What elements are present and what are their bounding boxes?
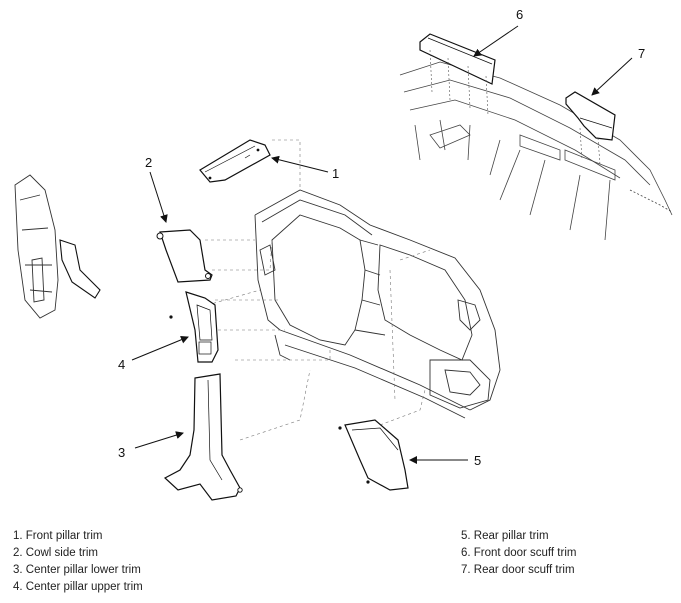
leader-7 bbox=[591, 57, 633, 96]
legend-left: 1. Front pillar trim 2. Cowl side trim 3… bbox=[13, 528, 143, 596]
callout-7: 7 bbox=[638, 46, 645, 61]
leader-3 bbox=[134, 431, 184, 449]
rear-door-scuff-trim bbox=[565, 91, 616, 166]
front-pillar-trim bbox=[199, 139, 271, 183]
leader-6 bbox=[473, 25, 519, 57]
callout-1: 1 bbox=[332, 166, 339, 181]
legend-right: 5. Rear pillar trim 6. Front door scuff … bbox=[461, 528, 576, 579]
alignment-lines bbox=[189, 139, 431, 441]
body-side-structure bbox=[254, 189, 501, 419]
callout-3: 3 bbox=[118, 445, 125, 460]
floor-sill-assembly bbox=[399, 61, 673, 241]
exploded-parts-diagram: 1 2 3 4 5 6 7 bbox=[14, 7, 673, 501]
legend-item: 1. Front pillar trim bbox=[13, 530, 103, 542]
leader-2 bbox=[149, 171, 168, 223]
legend-item: 7. Rear door scuff trim bbox=[461, 564, 575, 576]
legend-item: 6. Front door scuff trim bbox=[461, 547, 577, 559]
legend-item: 3. Center pillar lower trim bbox=[13, 564, 141, 576]
center-pillar-lower-trim bbox=[163, 373, 243, 501]
callout-numbers: 1 2 3 4 5 6 7 bbox=[118, 7, 645, 468]
callout-4: 4 bbox=[118, 357, 125, 372]
legend-item: 5. Rear pillar trim bbox=[461, 530, 549, 542]
callout-5: 5 bbox=[474, 453, 481, 468]
front-door-scuff-trim bbox=[419, 33, 496, 116]
leader-arrows bbox=[131, 25, 633, 464]
callout-6: 6 bbox=[516, 7, 523, 22]
cowl-side-trim bbox=[156, 229, 213, 283]
rear-pillar-trim bbox=[338, 419, 409, 491]
leader-1 bbox=[271, 155, 329, 173]
leader-4 bbox=[131, 335, 189, 361]
legend-item: 4. Center pillar upper trim bbox=[13, 581, 143, 593]
left-pillar-panel bbox=[14, 174, 59, 319]
legend-item: 2. Cowl side trim bbox=[13, 547, 98, 559]
callout-2: 2 bbox=[145, 155, 152, 170]
center-pillar-upper-trim bbox=[169, 291, 219, 363]
pillar-bracket bbox=[59, 239, 101, 299]
